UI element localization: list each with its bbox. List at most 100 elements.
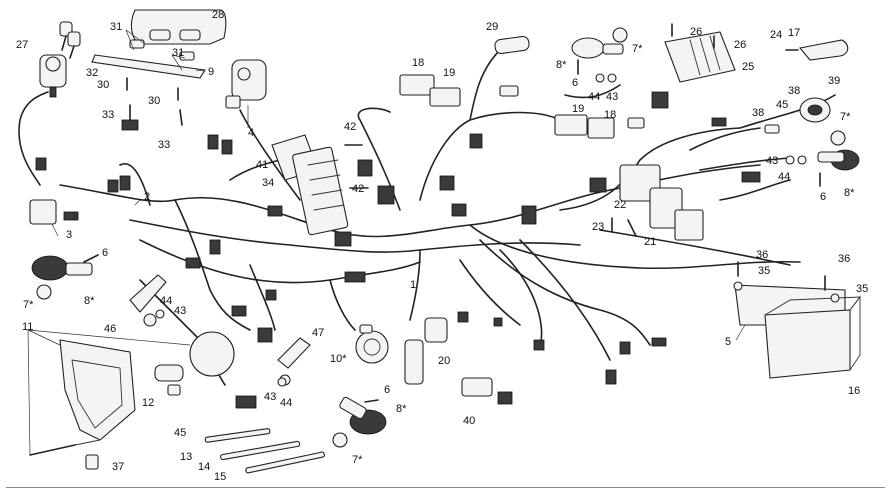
callout-45-a: 45 bbox=[174, 427, 186, 439]
callout-25: 25 bbox=[742, 61, 754, 73]
callout-26-b: 26 bbox=[734, 39, 746, 51]
callout-12: 12 bbox=[142, 397, 154, 409]
turn-signal-front-right bbox=[571, 37, 624, 59]
bottom-divider bbox=[6, 487, 885, 488]
callout-8-b: 8* bbox=[84, 295, 95, 307]
handlebar-switch bbox=[207, 59, 267, 155]
callout-15: 15 bbox=[214, 471, 226, 483]
callout-6-b: 6 bbox=[102, 247, 108, 259]
callout-6-c: 6 bbox=[384, 384, 390, 396]
callout-8-a: 8* bbox=[556, 59, 567, 71]
callout-38-a: 38 bbox=[788, 85, 800, 97]
callout-10: 10* bbox=[330, 353, 347, 365]
callout-7-a: 7* bbox=[632, 43, 643, 55]
regulator-screws bbox=[671, 23, 715, 49]
callout-46: 46 bbox=[104, 323, 116, 335]
callout-37: 37 bbox=[112, 461, 124, 473]
callout-33-a: 33 bbox=[102, 109, 114, 121]
leader-lines bbox=[27, 29, 746, 456]
speed-sensor bbox=[461, 377, 513, 405]
callout-32: 32 bbox=[86, 67, 98, 79]
callout-42-a: 42 bbox=[344, 121, 356, 133]
indicator-bulb-icon bbox=[36, 27, 846, 448]
callout-41: 41 bbox=[256, 159, 268, 171]
callout-33-b: 33 bbox=[158, 139, 170, 151]
tail-light bbox=[764, 97, 831, 134]
flasher-relay bbox=[29, 199, 79, 225]
ecu-bolt bbox=[344, 144, 369, 189]
callout-47: 47 bbox=[312, 327, 324, 339]
headlight-assembly bbox=[29, 331, 235, 456]
instrument-cluster bbox=[130, 9, 227, 45]
callout-31-b: 31 bbox=[172, 47, 184, 59]
callout-7-d: 7* bbox=[840, 111, 851, 123]
callout-labels: 1 2 3 4 5 6 6 6 6 7* 7* 7* 7* 8* 8* 8* 8… bbox=[16, 9, 868, 483]
sensor-29 bbox=[494, 35, 530, 55]
callout-43-a: 43 bbox=[606, 91, 618, 103]
callout-45-b: 45 bbox=[776, 99, 788, 111]
callout-36-b: 36 bbox=[838, 253, 850, 265]
callout-3: 3 bbox=[66, 229, 72, 241]
callout-22: 22 bbox=[614, 199, 626, 211]
turn-signal-rear-right bbox=[817, 149, 860, 171]
battery-terminal-bolts bbox=[733, 261, 840, 303]
callout-13: 13 bbox=[180, 451, 192, 463]
relay-top-left bbox=[399, 74, 519, 107]
callout-40: 40 bbox=[463, 415, 475, 427]
bulb-socket bbox=[167, 384, 257, 409]
callout-29: 29 bbox=[486, 21, 498, 33]
callout-35-a: 35 bbox=[758, 265, 770, 277]
starter-relay bbox=[611, 164, 704, 241]
relay-mid bbox=[554, 114, 645, 139]
cable-tie-15 bbox=[245, 451, 325, 474]
harness-connectors bbox=[35, 117, 761, 385]
callout-7-b: 7* bbox=[23, 299, 34, 311]
ignition-key-icon bbox=[59, 21, 81, 59]
callout-19-a: 19 bbox=[443, 67, 455, 79]
callout-23: 23 bbox=[592, 221, 604, 233]
turn-signal-rear-left bbox=[339, 396, 387, 435]
callout-9: 9 bbox=[208, 66, 214, 78]
callout-11: 11 bbox=[22, 321, 33, 333]
callout-18-a: 18 bbox=[412, 57, 424, 69]
callout-2: 2 bbox=[144, 191, 150, 203]
callout-17: 17 bbox=[788, 27, 800, 39]
callout-39: 39 bbox=[828, 75, 840, 87]
main-wiring-harness bbox=[18, 49, 836, 386]
callout-44-d: 44 bbox=[778, 171, 790, 183]
cluster-mounting-bracket bbox=[91, 54, 206, 79]
callout-31-a: 31 bbox=[110, 21, 122, 33]
callout-4: 4 bbox=[248, 127, 254, 139]
cable-tie-13 bbox=[204, 428, 271, 443]
callout-8-d: 8* bbox=[844, 187, 855, 199]
callout-36-a: 36 bbox=[756, 249, 768, 261]
callout-20: 20 bbox=[438, 355, 450, 367]
washers-and-nuts bbox=[277, 73, 807, 387]
callout-19-b: 19 bbox=[572, 103, 584, 115]
callout-43-d: 43 bbox=[766, 155, 778, 167]
horn bbox=[355, 324, 389, 364]
callout-28: 28 bbox=[212, 9, 224, 21]
callout-43-c: 43 bbox=[264, 391, 276, 403]
cable-tie-14 bbox=[220, 440, 301, 461]
callout-27: 27 bbox=[16, 39, 28, 51]
screws-6 bbox=[83, 59, 821, 403]
callout-43-b: 43 bbox=[174, 305, 186, 317]
callout-44-b: 44 bbox=[160, 295, 172, 307]
headlight-clip bbox=[85, 454, 99, 470]
voltage-regulator bbox=[651, 31, 736, 109]
callout-7-c: 7* bbox=[352, 454, 363, 466]
callout-14: 14 bbox=[198, 461, 210, 473]
battery bbox=[764, 295, 861, 379]
callout-21: 21 bbox=[644, 236, 656, 248]
callout-30-b: 30 bbox=[148, 95, 160, 107]
callout-30-a: 30 bbox=[97, 79, 109, 91]
turn-signal-bracket-left bbox=[129, 274, 167, 327]
callout-8-c: 8* bbox=[396, 403, 407, 415]
engine-control-unit bbox=[271, 134, 349, 236]
callout-34: 34 bbox=[262, 177, 274, 189]
callout-44-c: 44 bbox=[280, 397, 292, 409]
turn-signal-front-left bbox=[31, 255, 93, 281]
ignition-switch bbox=[39, 54, 67, 98]
